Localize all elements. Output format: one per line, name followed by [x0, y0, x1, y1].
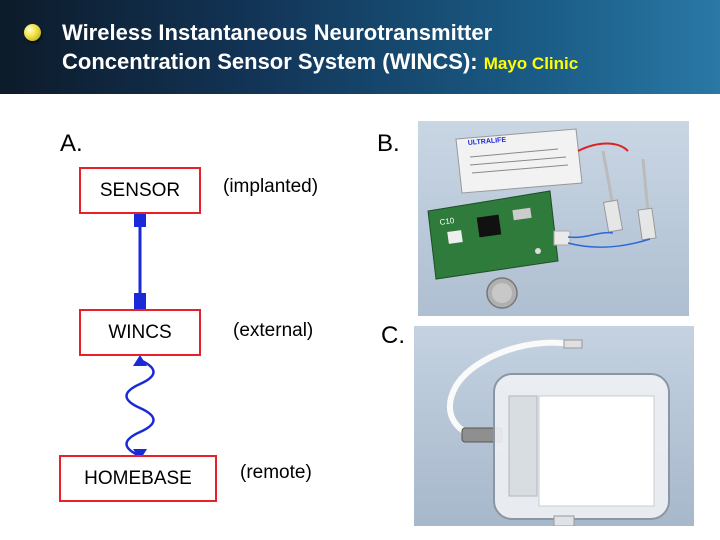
photo-b-wincs-board: ULTRALIFE C10 [418, 121, 689, 316]
sensor-box: SENSOR [79, 167, 201, 214]
photo-b-illustration: ULTRALIFE C10 [418, 121, 689, 316]
bullet-icon [24, 24, 41, 41]
photo-c-illustration [414, 326, 694, 526]
title-source: Mayo Clinic [483, 54, 579, 73]
homebase-label: HOMEBASE [84, 467, 192, 489]
wave-arrow-down-icon [133, 449, 147, 460]
wincs-note: (external) [233, 320, 314, 341]
wireless-wave-icon [125, 358, 155, 458]
wave-arrow-up-icon [133, 355, 147, 366]
title-line-2-text: Concentration Sensor System (WINCS): [62, 49, 478, 74]
board-chip-label: C10 [439, 216, 455, 227]
sensor-connector-bottom [134, 293, 146, 309]
sensor-note: (implanted) [223, 176, 319, 197]
photo-c-wincs-case [414, 326, 694, 526]
title-line-2: Concentration Sensor System (WINCS): May… [62, 47, 712, 78]
panel-c-label: C. [381, 322, 405, 349]
sensor-label: SENSOR [99, 179, 181, 201]
panel-b-label: B. [377, 130, 400, 157]
title-line-1: Wireless Instantaneous Neurotransmitter [62, 20, 493, 45]
panel-a-label: A. [60, 130, 83, 157]
wincs-box: WINCS [79, 309, 201, 356]
homebase-box: HOMEBASE [59, 455, 217, 502]
sensor-connector-top [134, 211, 146, 227]
homebase-note: (remote) [240, 462, 312, 483]
wincs-label: WINCS [108, 321, 172, 343]
battery-brand: ULTRALIFE [468, 137, 507, 147]
slide-title: Wireless Instantaneous Neurotransmitter … [62, 18, 712, 78]
title-bar: Wireless Instantaneous Neurotransmitter … [0, 0, 720, 94]
